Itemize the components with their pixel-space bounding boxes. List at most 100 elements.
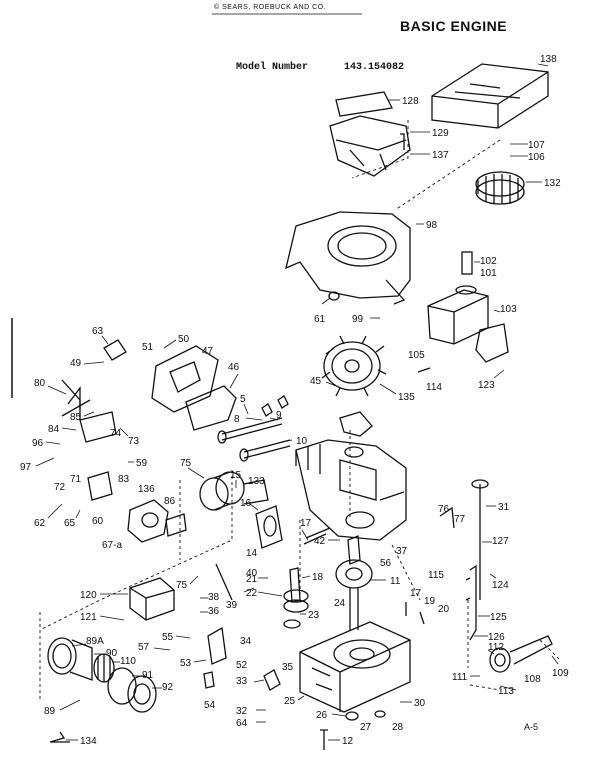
dipstick-tube xyxy=(465,479,489,641)
callout-91: 91 xyxy=(132,670,154,681)
svg-text:18: 18 xyxy=(312,572,324,583)
cylinder-head xyxy=(151,345,237,431)
svg-text:120: 120 xyxy=(80,590,97,601)
callout-50: 50 xyxy=(163,334,190,349)
callout-24: 24 xyxy=(334,598,346,609)
callout-22: 22 xyxy=(246,588,283,599)
callout-101: 101 xyxy=(480,268,497,279)
callout-98: 98 xyxy=(416,220,438,231)
svg-text:63: 63 xyxy=(92,326,104,337)
svg-text:128: 128 xyxy=(402,96,419,107)
callout-19: 19 xyxy=(424,596,436,607)
svg-text:23: 23 xyxy=(308,610,320,621)
callout-113: 113 xyxy=(498,685,517,697)
callout-132: 132 xyxy=(526,178,561,189)
callout-46: 46 xyxy=(228,362,240,389)
svg-text:72: 72 xyxy=(54,482,66,493)
hardware-bolts xyxy=(49,133,455,750)
svg-text:34: 34 xyxy=(240,636,252,647)
callout-83: 83 xyxy=(118,474,130,485)
svg-text:21: 21 xyxy=(246,574,258,585)
callout-59: 59 xyxy=(128,458,148,469)
assembly-guide-lines xyxy=(39,120,561,700)
callout-28: 28 xyxy=(392,722,404,733)
svg-text:37: 37 xyxy=(396,546,408,557)
callout-73: 73 xyxy=(119,427,140,447)
svg-text:98: 98 xyxy=(426,220,438,231)
callout-76: 76 xyxy=(438,504,450,515)
ignition-module xyxy=(339,411,373,458)
callout-133: 133 xyxy=(248,476,265,487)
svg-text:27: 27 xyxy=(360,722,372,733)
callout-27: 27 xyxy=(360,722,372,733)
svg-text:76: 76 xyxy=(438,504,450,515)
svg-text:32: 32 xyxy=(236,706,248,717)
svg-text:103: 103 xyxy=(500,304,517,315)
svg-text:25: 25 xyxy=(284,696,296,707)
svg-text:54: 54 xyxy=(204,700,216,711)
callout-127: 127 xyxy=(482,536,509,547)
svg-text:30: 30 xyxy=(414,698,426,709)
svg-text:107: 107 xyxy=(528,140,545,151)
callout-45: 45 xyxy=(310,376,337,387)
callout-138: 138 xyxy=(537,54,557,67)
crankshaft xyxy=(335,535,373,630)
callout-18: 18 xyxy=(301,572,324,583)
rotating-screen xyxy=(475,171,525,205)
svg-text:121: 121 xyxy=(80,612,97,623)
callout-105: 105 xyxy=(408,350,425,361)
svg-text:61: 61 xyxy=(314,314,326,325)
svg-text:126: 126 xyxy=(488,632,505,643)
callout-86: 86 xyxy=(164,496,176,507)
callout-109: 109 xyxy=(551,655,569,679)
page-code: A-5 xyxy=(524,722,539,732)
svg-text:102: 102 xyxy=(480,256,497,267)
callout-135: 135 xyxy=(379,383,415,403)
svg-text:12: 12 xyxy=(342,736,354,747)
svg-text:124: 124 xyxy=(492,580,509,591)
callout-72: 72 xyxy=(54,482,66,493)
callout-120: 120 xyxy=(80,590,128,601)
callout-30: 30 xyxy=(400,698,426,709)
crankcase-base xyxy=(299,621,411,713)
svg-text:105: 105 xyxy=(408,350,425,361)
svg-text:15: 15 xyxy=(230,470,242,481)
svg-text:26: 26 xyxy=(316,710,328,721)
muffler xyxy=(427,251,509,363)
callout-84: 84 xyxy=(48,424,77,435)
svg-text:10: 10 xyxy=(296,436,308,447)
svg-text:51: 51 xyxy=(142,342,154,353)
svg-text:134: 134 xyxy=(80,736,97,747)
svg-text:65: 65 xyxy=(64,518,76,529)
svg-text:46: 46 xyxy=(228,362,240,373)
callout-17b: 17 xyxy=(410,588,422,599)
callout-52: 52 xyxy=(236,660,248,671)
spark-plug xyxy=(103,339,127,361)
svg-text:40: 40 xyxy=(246,568,258,579)
callout-125: 125 xyxy=(478,612,507,623)
callout-31: 31 xyxy=(486,502,510,513)
svg-text:11: 11 xyxy=(390,576,401,587)
svg-text:99: 99 xyxy=(352,314,364,325)
svg-text:110: 110 xyxy=(120,656,136,667)
callout-115: 115 xyxy=(428,570,444,581)
svg-text:45: 45 xyxy=(310,376,322,387)
svg-text:38: 38 xyxy=(208,592,220,603)
callout-99: 99 xyxy=(352,314,380,325)
svg-text:127: 127 xyxy=(492,536,509,547)
callout-42: 42 xyxy=(314,536,340,547)
blower-housing xyxy=(285,211,411,305)
callout-96: 96 xyxy=(32,438,61,449)
svg-text:101: 101 xyxy=(480,268,497,279)
callout-97: 97 xyxy=(20,457,55,473)
callout-12: 12 xyxy=(328,736,354,747)
svg-text:97: 97 xyxy=(20,462,32,473)
svg-text:96: 96 xyxy=(32,438,44,449)
carburetor-intake xyxy=(199,471,269,511)
svg-text:55: 55 xyxy=(162,632,174,643)
cylinder-block xyxy=(295,439,407,541)
callout-39: 39 xyxy=(226,600,238,611)
callout-51: 51 xyxy=(142,342,154,353)
svg-text:8: 8 xyxy=(234,414,240,425)
